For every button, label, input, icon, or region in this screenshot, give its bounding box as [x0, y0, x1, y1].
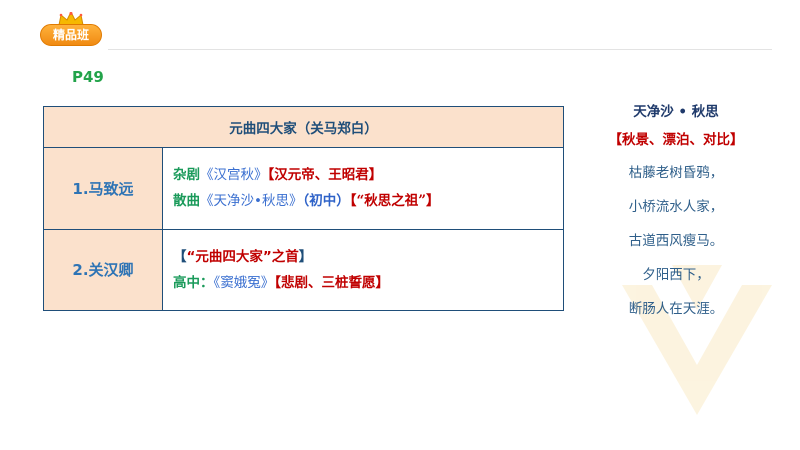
header-divider — [108, 49, 772, 50]
poem-line: 断肠人在天涯。 — [628, 301, 724, 317]
poem-line: 古道西风瘦马。 — [628, 233, 724, 249]
table-title: 元曲四大家（关马郑白） — [43, 106, 564, 148]
poet-title-tag: “元曲四大家”之首 — [186, 248, 299, 265]
genre-label: 杂剧 — [173, 167, 200, 184]
poem-line: 小桥流水人家， — [628, 199, 724, 215]
work-tag: 【汉元帝、王昭君】 — [267, 167, 383, 184]
work-line: 【“元曲四大家”之首】 — [173, 244, 563, 270]
poem-panel: 天净沙 • 秋思 【秋景、漂泊、对比】 枯藤老树昏鸦， 小桥流水人家， 古道西风… — [586, 100, 766, 326]
badge-label: 精品班 — [40, 24, 102, 46]
poem-title: 天净沙 • 秋思 — [633, 104, 719, 120]
poet-details: 【“元曲四大家”之首】 高中：《窦娥冤》【悲剧、三桩誓愿】 — [162, 228, 564, 311]
table-row: 1.马致远 杂剧《汉宫秋》【汉元帝、王昭君】 散曲《天净沙•秋思》（初中）【“秋… — [43, 147, 564, 230]
page-number: P49 — [72, 68, 104, 86]
poets-table: 元曲四大家（关马郑白） 1.马致远 杂剧《汉宫秋》【汉元帝、王昭君】 散曲《天净… — [43, 106, 564, 311]
poet-details: 杂剧《汉宫秋》【汉元帝、王昭君】 散曲《天净沙•秋思》（初中）【“秋思之祖”】 — [162, 147, 564, 230]
watermark-logo-icon — [622, 265, 772, 415]
work-line: 杂剧《汉宫秋》【汉元帝、王昭君】 — [173, 162, 563, 188]
work-tag: 【“秋思之祖”】 — [349, 193, 440, 210]
poem-tag: 【秋景、漂泊、对比】 — [608, 132, 744, 148]
poem-line: 枯藤老树昏鸦， — [628, 165, 724, 181]
work-tag: 【悲剧、三桩誓愿】 — [274, 274, 389, 291]
poem-line: 夕阳西下， — [642, 267, 710, 283]
work-title: 《天净沙•秋思》 — [200, 193, 303, 210]
genre-label: 散曲 — [173, 193, 200, 210]
work-title: 《窦娥冤》 — [213, 274, 275, 291]
work-line: 高中：《窦娥冤》【悲剧、三桩誓愿】 — [173, 270, 563, 296]
work-line: 散曲《天净沙•秋思》（初中）【“秋思之祖”】 — [173, 188, 563, 214]
table-row: 2.关汉卿 【“元曲四大家”之首】 高中：《窦娥冤》【悲剧、三桩誓愿】 — [43, 228, 564, 311]
tag-bracket: 】 — [298, 248, 313, 265]
poet-name: 1.马致远 — [43, 147, 163, 230]
poet-name: 2.关汉卿 — [43, 228, 163, 311]
class-badge: 精品班 — [40, 12, 102, 46]
crown-icon — [58, 12, 84, 26]
level-label: （初中） — [302, 193, 350, 210]
level-label: 高中： — [173, 274, 214, 291]
tag-bracket: 【 — [173, 248, 187, 265]
work-title: 《汉宫秋》 — [200, 167, 268, 184]
